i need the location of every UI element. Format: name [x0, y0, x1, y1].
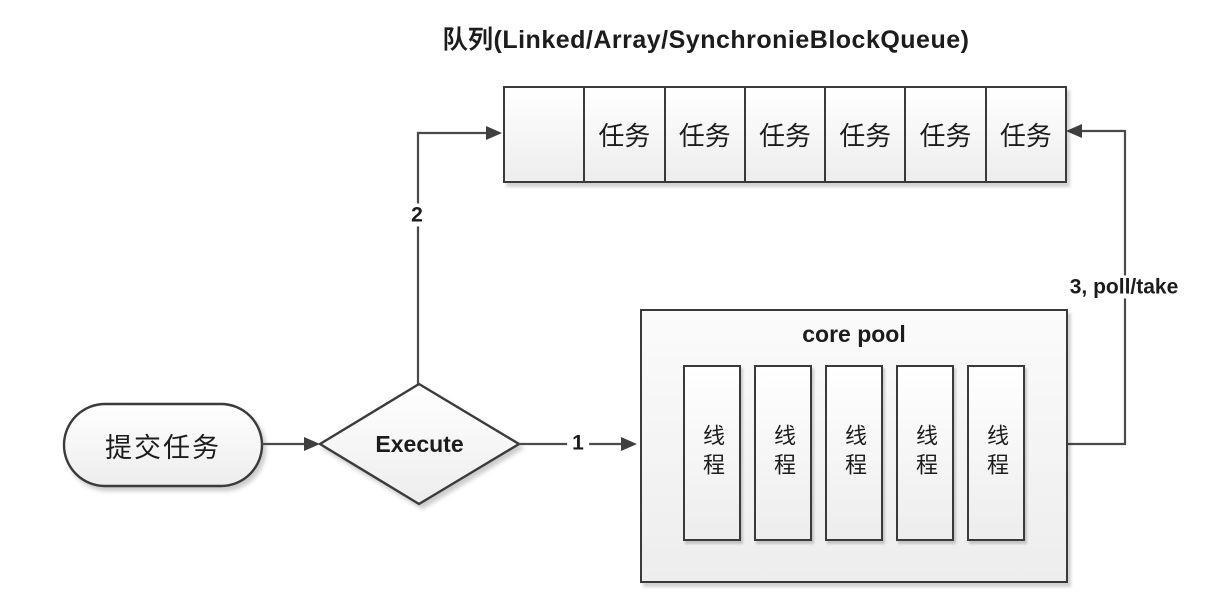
arrowhead-right-icon	[304, 437, 320, 451]
thread-box: 线程	[896, 365, 954, 541]
thread-box: 线程	[754, 365, 812, 541]
edge-label-step2: 2	[406, 203, 428, 227]
execute-decision-label: Execute	[375, 430, 464, 457]
thread-row: 线程 线程 线程 线程 线程	[642, 365, 1066, 541]
diagram-title: 队列(Linked/Array/SynchronieBlockQueue)	[442, 26, 970, 54]
arrowhead-right-icon	[621, 437, 637, 451]
edge-label-step3-poll-take: 3, poll/take	[1064, 275, 1184, 299]
core-pool-box: core pool 线程 线程 线程 线程 线程	[640, 309, 1068, 583]
queue-cell-task: 任务	[826, 88, 907, 181]
thread-box: 线程	[967, 365, 1025, 541]
connector-execute-to-queue	[416, 131, 486, 384]
thread-box: 线程	[825, 365, 883, 541]
queue-cell-task: 任务	[666, 88, 746, 181]
task-queue: 任务 任务 任务 任务 任务 任务	[503, 86, 1067, 183]
arrowhead-right-icon	[486, 126, 502, 140]
queue-cell-task: 任务	[906, 88, 987, 181]
thread-box: 线程	[683, 365, 741, 541]
queue-cell-task: 任务	[585, 88, 666, 181]
edge-label-step1: 1	[567, 431, 589, 455]
queue-cell-empty	[505, 88, 586, 181]
core-pool-title: core pool	[802, 321, 906, 347]
arrowhead-left-icon	[1066, 124, 1082, 138]
queue-cell-task: 任务	[746, 88, 827, 181]
queue-cell-task: 任务	[999, 121, 1052, 151]
submit-task-node-label: 提交任务	[105, 432, 221, 463]
